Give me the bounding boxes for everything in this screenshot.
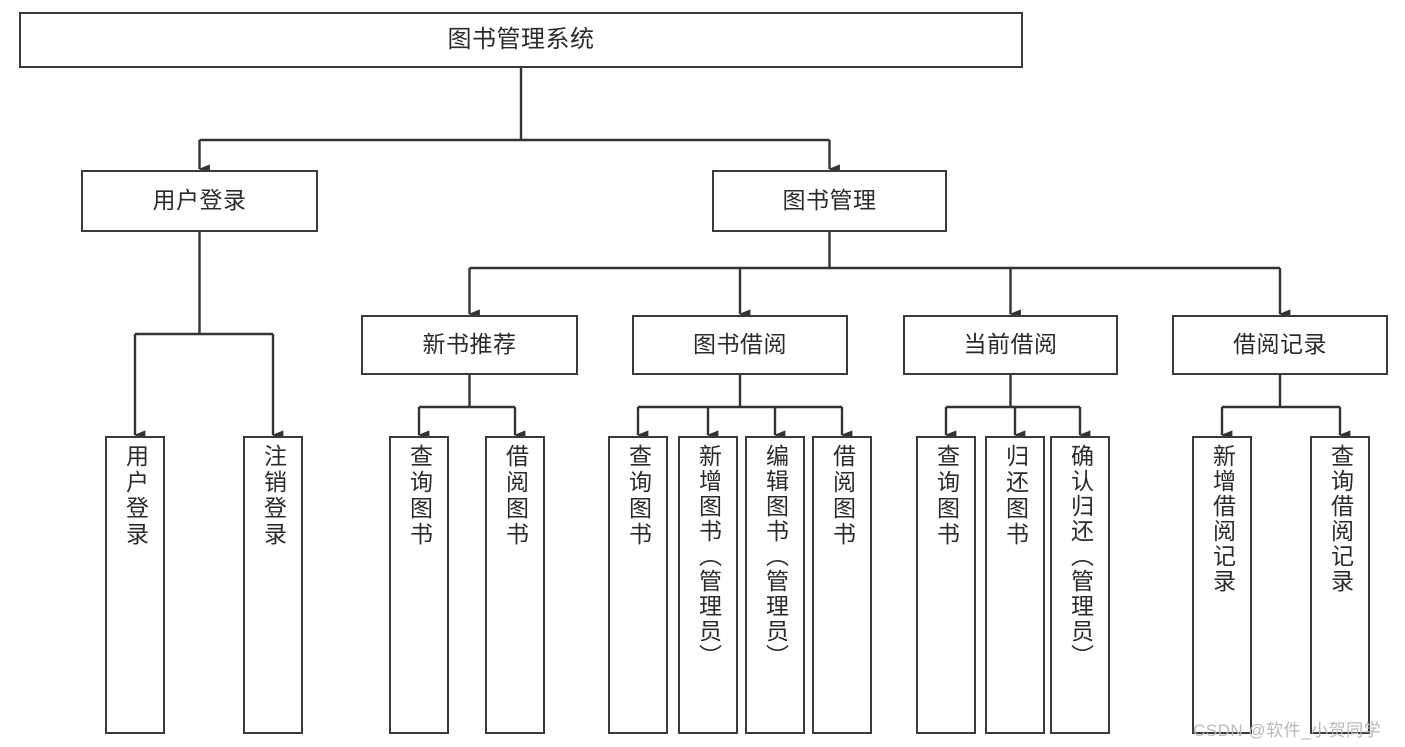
node-label: 新书推荐 [422,331,517,358]
node-label: 查询图书 [933,444,960,548]
node-label: 归还图书 [1002,444,1029,548]
node-leaf-bw-borrow[interactable]: 借阅图书 [812,436,872,734]
node-label: 查询图书 [406,444,433,548]
node-leaf-bw-add[interactable]: 新增图书（管理员） [678,436,738,734]
node-leaf-bw-edit[interactable]: 编辑图书（管理员） [745,436,805,734]
node-label: 图书管理 [782,187,877,214]
node-leaf-nb-borrow[interactable]: 借阅图书 [485,436,545,734]
node-leaf-nb-query[interactable]: 查询图书 [389,436,449,734]
node-label: 注销登录 [260,444,287,548]
node-bookmgmt[interactable]: 图书管理 [712,170,947,232]
node-leaf-user-login[interactable]: 用户登录 [105,436,165,734]
node-leaf-cur-confirm[interactable]: 确认归还（管理员） [1050,436,1110,734]
node-leaf-rec-query[interactable]: 查询借阅记录 [1310,436,1370,734]
node-label: 借阅记录 [1233,331,1327,358]
node-records[interactable]: 借阅记录 [1172,315,1388,375]
node-label: 查询借阅记录 [1327,444,1354,594]
node-login[interactable]: 用户登录 [81,170,318,232]
node-label: 图书管理系统 [447,25,595,53]
node-label: 借阅图书 [502,444,529,548]
node-label: 查询图书 [625,444,652,548]
node-root[interactable]: 图书管理系统 [19,12,1023,68]
node-leaf-bw-query[interactable]: 查询图书 [608,436,668,734]
node-current[interactable]: 当前借阅 [903,315,1118,375]
node-label: 当前借阅 [963,331,1058,358]
node-newbook[interactable]: 新书推荐 [361,315,578,375]
node-leaf-rec-add[interactable]: 新增借阅记录 [1192,436,1252,734]
node-leaf-cur-query[interactable]: 查询图书 [916,436,976,734]
node-label: 用户登录 [122,444,149,548]
node-label: 新增图书（管理员） [695,444,722,669]
node-label: 新增借阅记录 [1209,444,1236,594]
node-label: 图书借阅 [693,331,787,358]
node-leaf-cur-return[interactable]: 归还图书 [985,436,1045,734]
node-label: 用户登录 [152,187,247,214]
edge-paths [133,68,1351,440]
node-label: 确认归还（管理员） [1067,444,1094,669]
node-label: 借阅图书 [829,444,856,548]
watermark-label: CSDN @软件_小贺同学 [1193,721,1382,740]
node-borrow[interactable]: 图书借阅 [632,315,848,375]
node-label: 编辑图书（管理员） [762,444,789,669]
node-leaf-user-logout[interactable]: 注销登录 [243,436,303,734]
